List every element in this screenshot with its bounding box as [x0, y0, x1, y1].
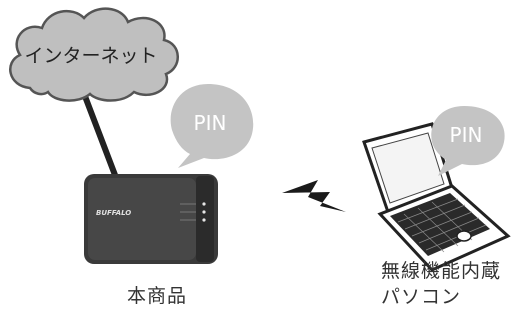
pc-caption-line-2: パソコン — [381, 286, 462, 308]
router-brand-logo: BUFFALO — [96, 209, 131, 217]
laptop-illustration — [362, 122, 511, 272]
router-caption: 本商品 — [127, 285, 188, 307]
router-pin-bubble — [170, 84, 254, 168]
pc-caption-line-1: 無線機能内蔵 — [381, 260, 502, 282]
internet-cloud — [9, 7, 179, 102]
router-led-3 — [202, 218, 206, 222]
pc-pin-bubble — [431, 106, 505, 176]
router-device — [84, 174, 218, 264]
router-led-2 — [202, 210, 206, 214]
wireless-signal-icon — [282, 180, 346, 212]
router-led-1 — [202, 202, 206, 206]
router-pin-label: PIN — [194, 111, 227, 135]
pc-pin-label: PIN — [450, 123, 483, 147]
pc-caption: 無線機能内蔵 パソコン — [381, 258, 501, 310]
cloud-label: インターネット — [24, 45, 157, 67]
